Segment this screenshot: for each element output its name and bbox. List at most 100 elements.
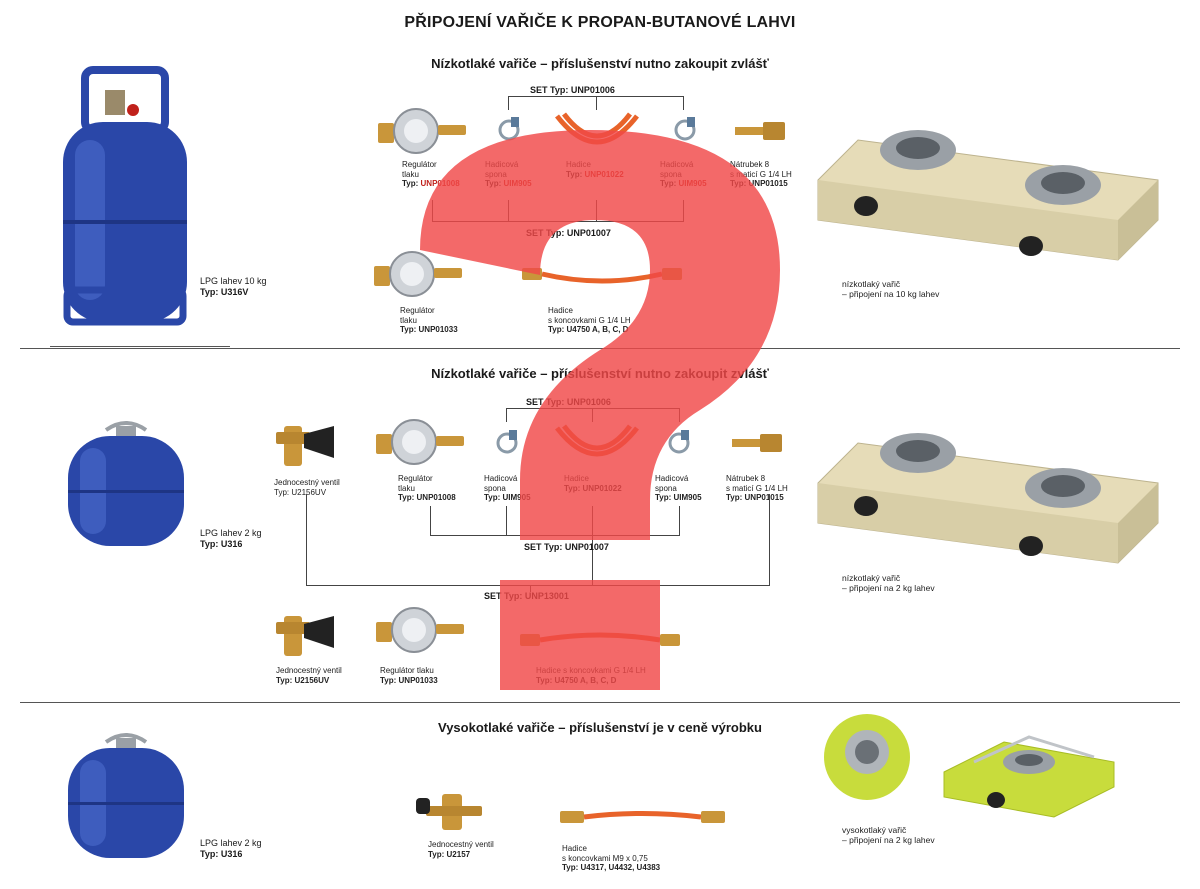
one-way-valve-icon (276, 616, 334, 656)
hose-with-fittings-icon (522, 268, 682, 284)
page-title: PŘIPOJENÍ VAŘIČE K PROPAN-BUTANOVÉ LAHVI (404, 14, 796, 31)
item-name: Hadice (566, 160, 591, 169)
item-name: Hadicová spona (655, 474, 689, 493)
item-name: Jednocestný ventil (274, 478, 340, 487)
cylinder-name: LPG lahev 10 kg (200, 276, 267, 286)
item-name: Regulátor tlaku (400, 306, 435, 325)
item-name: Regulátor tlaku (398, 474, 433, 493)
low-pressure-stove-image (817, 433, 1159, 564)
lpg-cylinder-2kg-image (68, 733, 184, 858)
brass-nipple-icon (732, 434, 782, 452)
item-name: Jednocestný ventil (428, 840, 494, 849)
hose-clamp-icon (668, 430, 690, 454)
item-type: Typ: U4317, U4432, U4383 (562, 863, 661, 872)
stove2-label: nízkotlaký vařič – připojení na 2 kg lah… (842, 573, 935, 593)
item-type: UNP01015 (748, 179, 788, 188)
hose-clamp-icon (496, 430, 518, 454)
set-unp01007-label: SET Typ: UNP01007 (526, 228, 611, 238)
type-prefix: Typ: (402, 179, 421, 188)
burner-closeup-image (824, 714, 910, 800)
cylinder-name: LPG lahev 2 kg (200, 838, 262, 848)
hose-with-fittings-icon (520, 632, 680, 646)
low-pressure-stove-image (817, 130, 1159, 261)
set-unp01006-label: SET Typ: UNP01006 (530, 85, 615, 95)
hose-with-fittings-icon (560, 811, 725, 823)
item-name: Jednocestný ventil (276, 666, 342, 675)
section1-title: Nízkotlaké vařiče – příslušenství nutno … (431, 56, 769, 71)
pressure-regulator-icon (374, 251, 462, 297)
set-unp01007-label: SET Typ: UNP01007 (524, 542, 609, 552)
hose-clamp-icon (674, 117, 696, 141)
pressure-regulator-icon (376, 607, 464, 653)
set-mid-bracket (432, 200, 684, 222)
pressure-regulator-icon (376, 419, 464, 465)
item-type: Typ: U2157 (428, 849, 471, 859)
item-name: Hadicová spona (485, 160, 519, 179)
hose-coil-icon (555, 112, 639, 145)
lpg-cylinder-2kg-image (68, 421, 184, 546)
set-bottom-bracket (306, 494, 770, 586)
cylinder-2kg-label: LPG lahev 2 kg Typ: U316 (200, 528, 262, 550)
one-way-valve-icon (276, 426, 334, 466)
item-type: Typ: UNP01022 (564, 483, 622, 493)
stove-hp-label: vysokotlaký vařič – připojení na 2 kg la… (842, 825, 935, 845)
cylinder-type: Typ: U316V (200, 287, 249, 297)
stove1-label: nízkotlaký vařič – připojení na 10 kg la… (842, 279, 940, 299)
item-name: Regulátor tlaku (380, 666, 434, 675)
item-name: Hadicová spona (484, 474, 518, 493)
type-prefix: Typ: (730, 179, 749, 188)
lpg-cylinder-10kg-image (63, 66, 187, 326)
item-name: Hadice s koncovkami G 1/4 LH (536, 666, 646, 675)
hose-coil-icon (555, 424, 639, 457)
cylinder-2kg-label: LPG lahev 2 kg Typ: U316 (200, 838, 262, 860)
set-unp13001-label: SET Typ: UNP13001 (484, 591, 569, 601)
type-prefix: Typ: (660, 179, 679, 188)
item-name: Hadice (564, 474, 589, 483)
item-type: UIM905 (503, 179, 532, 188)
section3-title: Vysokotlaké vařiče – příslušenství je v … (438, 720, 762, 735)
item-name: Nátrubek 8 s maticí G 1/4 LH (730, 160, 792, 179)
item-type: UIM905 (678, 179, 707, 188)
cylinder-type: Typ: U316 (200, 849, 243, 859)
item-type: Typ: U4750 A, B, C, D (536, 675, 617, 685)
type-prefix: Typ: (485, 179, 504, 188)
section-divider (20, 702, 1180, 703)
item-type: Typ: UNP01033 (380, 675, 438, 685)
section-divider (20, 348, 1180, 349)
item-type: Typ: U4750 A, B, C, D (548, 325, 629, 334)
brass-nipple-icon (735, 122, 785, 140)
section2-title: Nízkotlaké vařiče – příslušenství nutno … (431, 366, 769, 381)
item-name: Regulátor tlaku (402, 160, 437, 179)
cylinder-type: Typ: U316 (200, 539, 243, 549)
item-type: UNP01022 (584, 169, 624, 179)
set-unp01006-label: SET Typ: UNP01006 (526, 397, 611, 407)
item-type: Typ: U2156UV (276, 675, 330, 685)
type-prefix: Typ: (566, 169, 585, 179)
item-name: Nátrubek 8 s maticí G 1/4 LH (726, 474, 788, 493)
item-type: Typ: U2156UV (274, 487, 327, 497)
item-name: Hadice s koncovkami G 1/4 LH (548, 306, 631, 325)
item-type: UNP01008 (420, 179, 460, 188)
cylinder-10kg-label: LPG lahev 10 kg Typ: U316V (200, 276, 267, 298)
item-type: Typ: UNP01033 (400, 325, 458, 334)
hose-clamp-icon (498, 117, 520, 141)
cylinder-name: LPG lahev 2 kg (200, 528, 262, 538)
item-name: Hadice s koncovkami M9 x 0,75 (562, 844, 648, 863)
pressure-regulator-icon (378, 108, 466, 154)
high-pressure-stove-image (943, 735, 1115, 818)
one-way-valve-icon (416, 794, 482, 830)
